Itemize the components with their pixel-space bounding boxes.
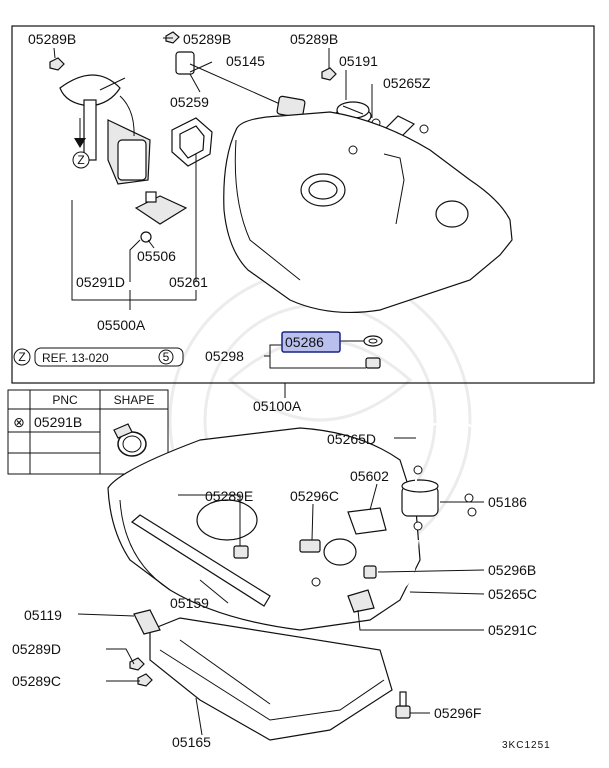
label-05506[interactable]: 05506 <box>137 248 176 264</box>
label-05289c[interactable]: 05289C <box>12 673 61 689</box>
label-05296c[interactable]: 05296C <box>290 488 339 504</box>
fuel-pump-unit-drawing <box>59 74 151 185</box>
ref-arrow: Z <box>72 118 90 169</box>
protector-plate-05165-drawing <box>149 617 393 741</box>
bracket-05602-drawing <box>347 507 387 535</box>
label-05296f[interactable]: 05296F <box>434 705 481 721</box>
sending-unit-05259-drawing <box>175 51 306 119</box>
fuel-tank-upper-drawing <box>223 111 513 314</box>
label-05289b-a[interactable]: 05289B <box>28 31 76 47</box>
bolt-05296f-drawing <box>395 691 411 719</box>
upper-leader-lines <box>53 37 373 398</box>
label-05602[interactable]: 05602 <box>350 468 389 484</box>
hose-05265d-drawing <box>415 423 478 554</box>
pump-bracket-05506-drawing <box>134 191 188 243</box>
ref-marker: Z <box>18 350 25 364</box>
label-05186[interactable]: 05186 <box>488 494 527 510</box>
label-05289b-c[interactable]: 05289B <box>290 31 338 47</box>
ref-note: Z REF. 13-020 5 <box>13 347 184 367</box>
clamp-markers <box>311 465 477 613</box>
label-05286[interactable]: 05286 <box>285 334 324 350</box>
arrow-ref-marker: Z <box>77 153 84 167</box>
fuel-tank-lower-drawing <box>107 427 421 631</box>
nut-05289d-drawing <box>129 657 145 671</box>
label-05289e[interactable]: 05289E <box>205 488 253 504</box>
upper-section-frame <box>11 25 595 384</box>
label-05265z[interactable]: 05265Z <box>383 75 431 91</box>
gasket-05261-drawing <box>171 117 213 167</box>
label-05261[interactable]: 05261 <box>169 274 208 290</box>
hose-clamp-shape-icon <box>113 423 147 457</box>
bolt-05296c-drawing <box>299 539 321 553</box>
label-05159[interactable]: 05159 <box>170 595 209 611</box>
label-05265d[interactable]: 05265D <box>327 431 376 447</box>
table-row-symbol: ⊗ <box>13 414 25 430</box>
nut-05289b-a-drawing <box>49 57 65 71</box>
bolt-05289e-drawing <box>233 545 249 559</box>
nut-05289c-drawing <box>137 673 153 687</box>
table-header-pnc: PNC <box>52 393 78 407</box>
label-05500a[interactable]: 05500A <box>97 317 146 333</box>
label-05191[interactable]: 05191 <box>339 53 378 69</box>
bolt-05296b-drawing <box>363 565 377 579</box>
drain-plug-parts-drawing <box>363 335 383 369</box>
label-05259[interactable]: 05259 <box>170 94 209 110</box>
ref-text[interactable]: REF. 13-020 <box>42 351 109 365</box>
table-row-pnc[interactable]: 05291B <box>34 414 82 430</box>
label-05100a[interactable]: 05100A <box>253 398 302 414</box>
lower-leader-lines <box>77 437 485 736</box>
ref-circled-number: 5 <box>163 350 170 364</box>
diagram-code: 3KC1251 <box>502 740 551 751</box>
table-header-shape: SHAPE <box>114 393 155 407</box>
label-05296b[interactable]: 05296B <box>488 562 536 578</box>
fuel-filter-05186-drawing <box>401 479 439 517</box>
pnc-shape-table: PNC SHAPE ⊗ 05291B <box>7 389 169 475</box>
label-05286-highlight <box>281 331 341 353</box>
label-05265c[interactable]: 05265C <box>488 586 537 602</box>
label-05291c[interactable]: 05291C <box>488 622 537 638</box>
label-05165[interactable]: 05165 <box>172 734 211 750</box>
nut-05289b-c-drawing <box>321 67 337 81</box>
label-05291d[interactable]: 05291D <box>76 274 125 290</box>
label-05298[interactable]: 05298 <box>205 348 244 364</box>
label-05289d[interactable]: 05289D <box>12 641 61 657</box>
bracket-05119-drawing <box>133 609 161 635</box>
label-05119[interactable]: 05119 <box>24 607 62 623</box>
label-05289b-b[interactable]: 05289B <box>183 31 231 47</box>
label-05145[interactable]: 05145 <box>226 53 265 69</box>
